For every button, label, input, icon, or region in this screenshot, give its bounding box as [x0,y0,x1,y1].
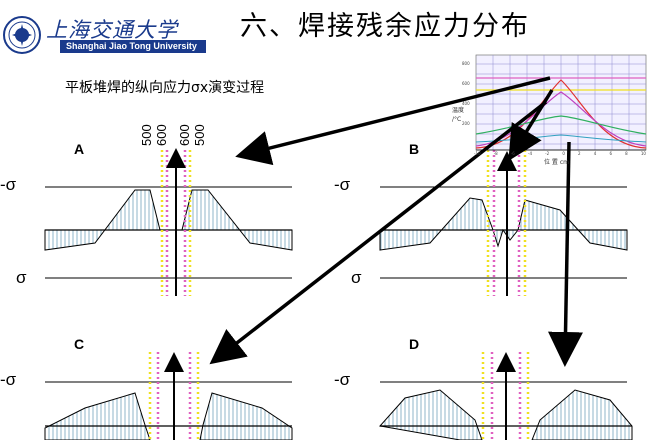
inset-y-tick: 600 [462,81,470,86]
isotherm-label-600-right: 600 [177,124,192,146]
logo-english-name: Shanghai Jiao Tong University [60,40,206,53]
inset-ylabel-2: /°C [452,116,462,123]
inset-y-ticks: 800 600 400 200 [462,54,470,134]
panel-a-sigma-label: σ [16,268,27,287]
panel-a-right-stress-area [181,189,293,251]
inset-x-tick: 6 [609,151,612,156]
inset-x-tick: -6 [510,151,515,156]
panel-d-label: D [409,336,420,352]
university-logo: 上海交通大学 Shanghai Jiao Tong University [2,12,206,58]
panel-d-left-stress-area [379,389,483,440]
panel-a-left-stress-area [44,189,161,251]
isotherm-label-500-left: 500 [139,124,154,146]
inset-x-tick: 10 [640,151,646,156]
panel-a-label: A [74,141,85,157]
inset-xlabel: 位 置 cm [544,159,569,166]
inset-x-tick: -10 [474,151,481,156]
diagram-subtitle: 平板堆焊的纵向应力σx演变过程 [65,80,265,96]
inset-x-tick: 0 [562,151,565,156]
isotherm-label-500-right: 500 [192,124,207,146]
arrow-to-panel-b [508,89,554,161]
logo-chinese-name: 上海交通大学 [46,18,178,42]
inset-x-tick: 8 [625,151,628,156]
panel-d-graph [379,352,633,440]
inset-x-tick: -4 [528,151,533,156]
temperature-inset-plot [475,54,647,151]
inset-x-tick: 2 [578,151,581,156]
arrow-to-panel-d [548,141,584,367]
arrow-to-panel-c [209,100,548,365]
panel-b-label: B [409,141,420,157]
page-title: 六、焊接残余应力分布 [240,11,530,42]
panel-a-graph [44,148,293,296]
inset-y-tick: 200 [462,121,470,126]
pointer-arrows [209,76,584,367]
panel-c-graph [44,352,293,440]
panel-c-label: C [74,336,85,352]
seal-icon [3,16,41,54]
inset-ylabel-1: 温度 [452,107,465,114]
inset-x-tick: -8 [493,151,498,156]
inset-y-tick: 400 [462,101,470,106]
panel-c-neg-sigma-label: -σ [0,370,17,389]
inset-x-tick: -2 [545,151,550,156]
inset-grid [476,55,646,150]
panel-c-left-stress-area [44,392,151,440]
panel-d-right-stress-area [531,389,633,440]
panel-b-sigma-label: σ [351,268,362,287]
panel-b-stress-area [379,197,628,251]
inset-x-ticks: -10 -8 -6 -4 -2 0 2 4 6 8 10 [474,151,646,156]
panel-b-neg-sigma-label: -σ [334,175,351,194]
panel-d-neg-sigma-label: -σ [334,370,351,389]
inset-curve-magenta [475,91,647,147]
panel-b-graph [379,150,628,296]
panel-a-neg-sigma-label: -σ [0,175,17,194]
panel-c-right-stress-area [199,392,293,440]
inset-y-tick: 800 [462,61,470,66]
inset-curve-green [475,115,647,135]
isotherm-label-600-left: 600 [154,124,169,146]
inset-x-tick: 4 [593,151,597,156]
arrow-to-panel-a [235,76,551,166]
